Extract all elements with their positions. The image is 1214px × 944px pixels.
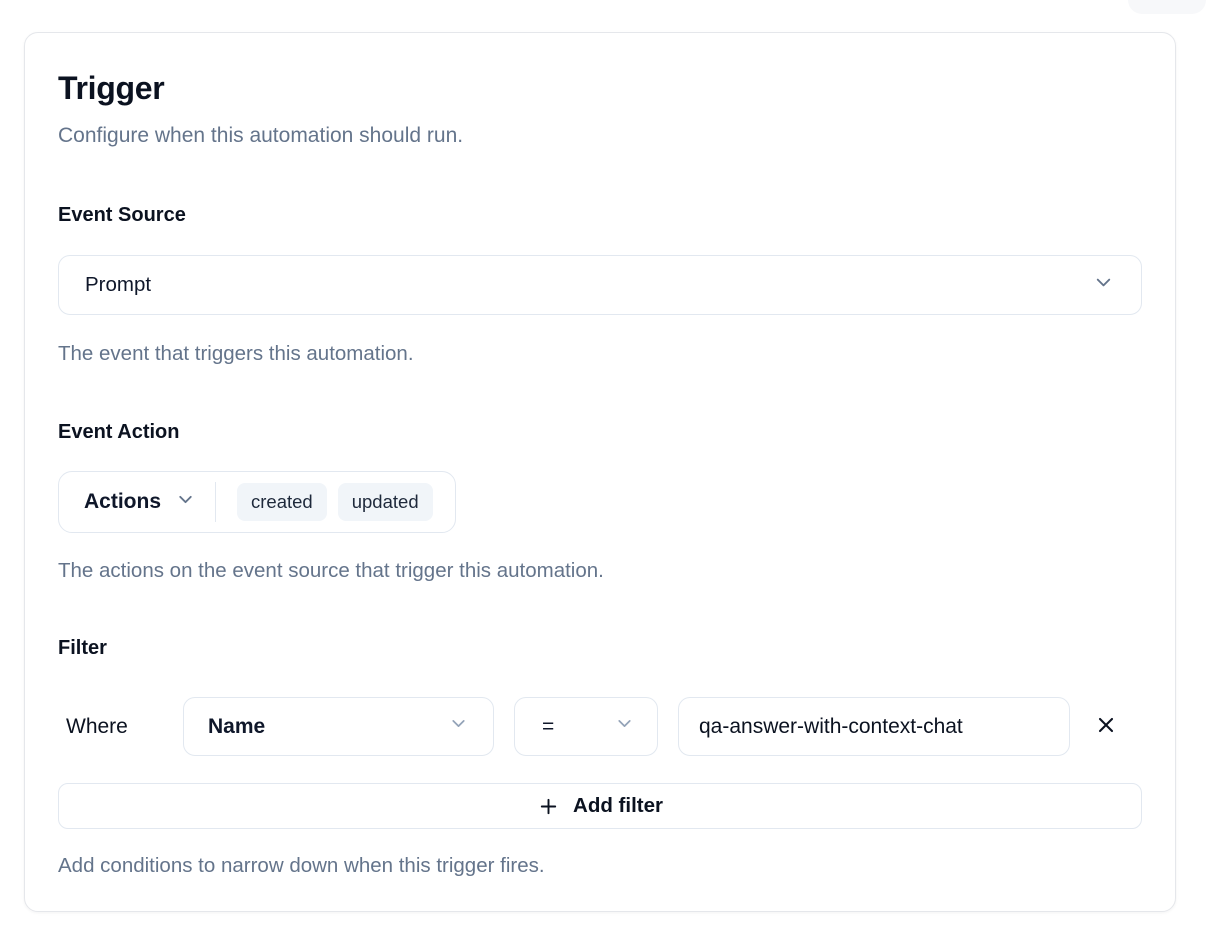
event-source-select[interactable]: Prompt: [58, 255, 1142, 315]
chevron-down-icon: [175, 489, 196, 516]
filter-field-value: Name: [208, 714, 266, 738]
page-title: Trigger: [58, 70, 165, 106]
event-source-help: The event that triggers this automation.: [58, 342, 414, 365]
selected-actions: created updated: [237, 483, 433, 521]
filter-row: Where Name =: [58, 697, 1142, 756]
page-subtitle: Configure when this automation should ru…: [58, 124, 464, 147]
event-source-value: Prompt: [85, 273, 152, 296]
filter-operator-select[interactable]: =: [514, 697, 658, 756]
filter-operator-value: =: [542, 714, 555, 738]
chevron-down-icon: [614, 713, 635, 740]
action-chip-updated[interactable]: updated: [337, 483, 433, 521]
add-filter-button[interactable]: Add filter: [58, 783, 1142, 829]
cutoff-element-top-right: [1128, 0, 1206, 14]
plus-icon: [537, 795, 560, 818]
filter-value-input[interactable]: [678, 697, 1070, 756]
remove-filter-button[interactable]: [1091, 712, 1121, 742]
filter-help: Add conditions to narrow down when this …: [58, 854, 545, 877]
event-action-label: Event Action: [58, 421, 180, 443]
action-chip-created[interactable]: created: [237, 483, 327, 521]
close-icon: [1094, 713, 1118, 740]
trigger-card: Trigger Configure when this automation s…: [24, 32, 1176, 912]
actions-dropdown-label: Actions: [84, 490, 162, 513]
filter-label: Filter: [58, 637, 107, 659]
filter-field-select[interactable]: Name: [183, 697, 494, 756]
where-label: Where: [66, 714, 128, 738]
chevron-down-icon: [1092, 271, 1115, 300]
divider: [215, 482, 217, 522]
add-filter-label: Add filter: [573, 794, 663, 817]
event-action-control: Actions created updated: [58, 471, 456, 533]
event-source-label: Event Source: [58, 204, 186, 226]
actions-dropdown-button[interactable]: Actions: [84, 489, 196, 516]
event-action-help: The actions on the event source that tri…: [58, 559, 604, 582]
chevron-down-icon: [448, 713, 469, 740]
